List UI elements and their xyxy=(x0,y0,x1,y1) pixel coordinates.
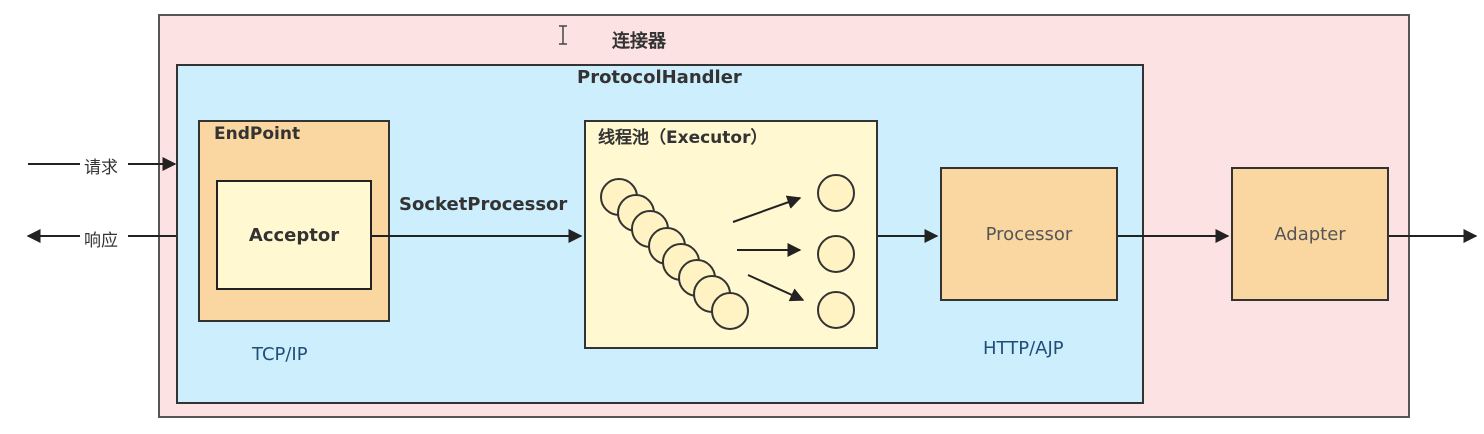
worker-thread xyxy=(817,235,855,273)
socket-processor-label: SocketProcessor xyxy=(399,194,568,215)
tcp-ip-label: TCP/IP xyxy=(252,344,308,365)
thread-queue xyxy=(600,178,749,330)
acceptor-label: Acceptor xyxy=(248,224,340,246)
worker-thread xyxy=(817,174,855,212)
processor-box: Processor xyxy=(940,167,1118,301)
adapter-label: Adapter xyxy=(1274,223,1346,245)
connector-label: 连接器 xyxy=(612,31,666,52)
endpoint-label: EndPoint xyxy=(214,124,301,144)
dispatch-arrow xyxy=(747,274,805,302)
worker-thread xyxy=(817,291,855,329)
response-label: 响应 xyxy=(84,231,118,251)
http-ajp-label: HTTP/AJP xyxy=(983,338,1064,359)
acceptor-box: Acceptor xyxy=(216,180,372,290)
text-cursor-icon xyxy=(559,25,567,45)
adapter-box: Adapter xyxy=(1231,167,1389,301)
queued-thread xyxy=(711,292,749,330)
protocol-handler-label: ProtocolHandler xyxy=(577,67,742,88)
request-label: 请求 xyxy=(84,158,118,178)
processor-label: Processor xyxy=(985,223,1073,245)
worker-threads xyxy=(817,174,855,329)
dispatch-arrow xyxy=(732,195,802,223)
executor-label: 线程池（Executor） xyxy=(598,128,768,148)
